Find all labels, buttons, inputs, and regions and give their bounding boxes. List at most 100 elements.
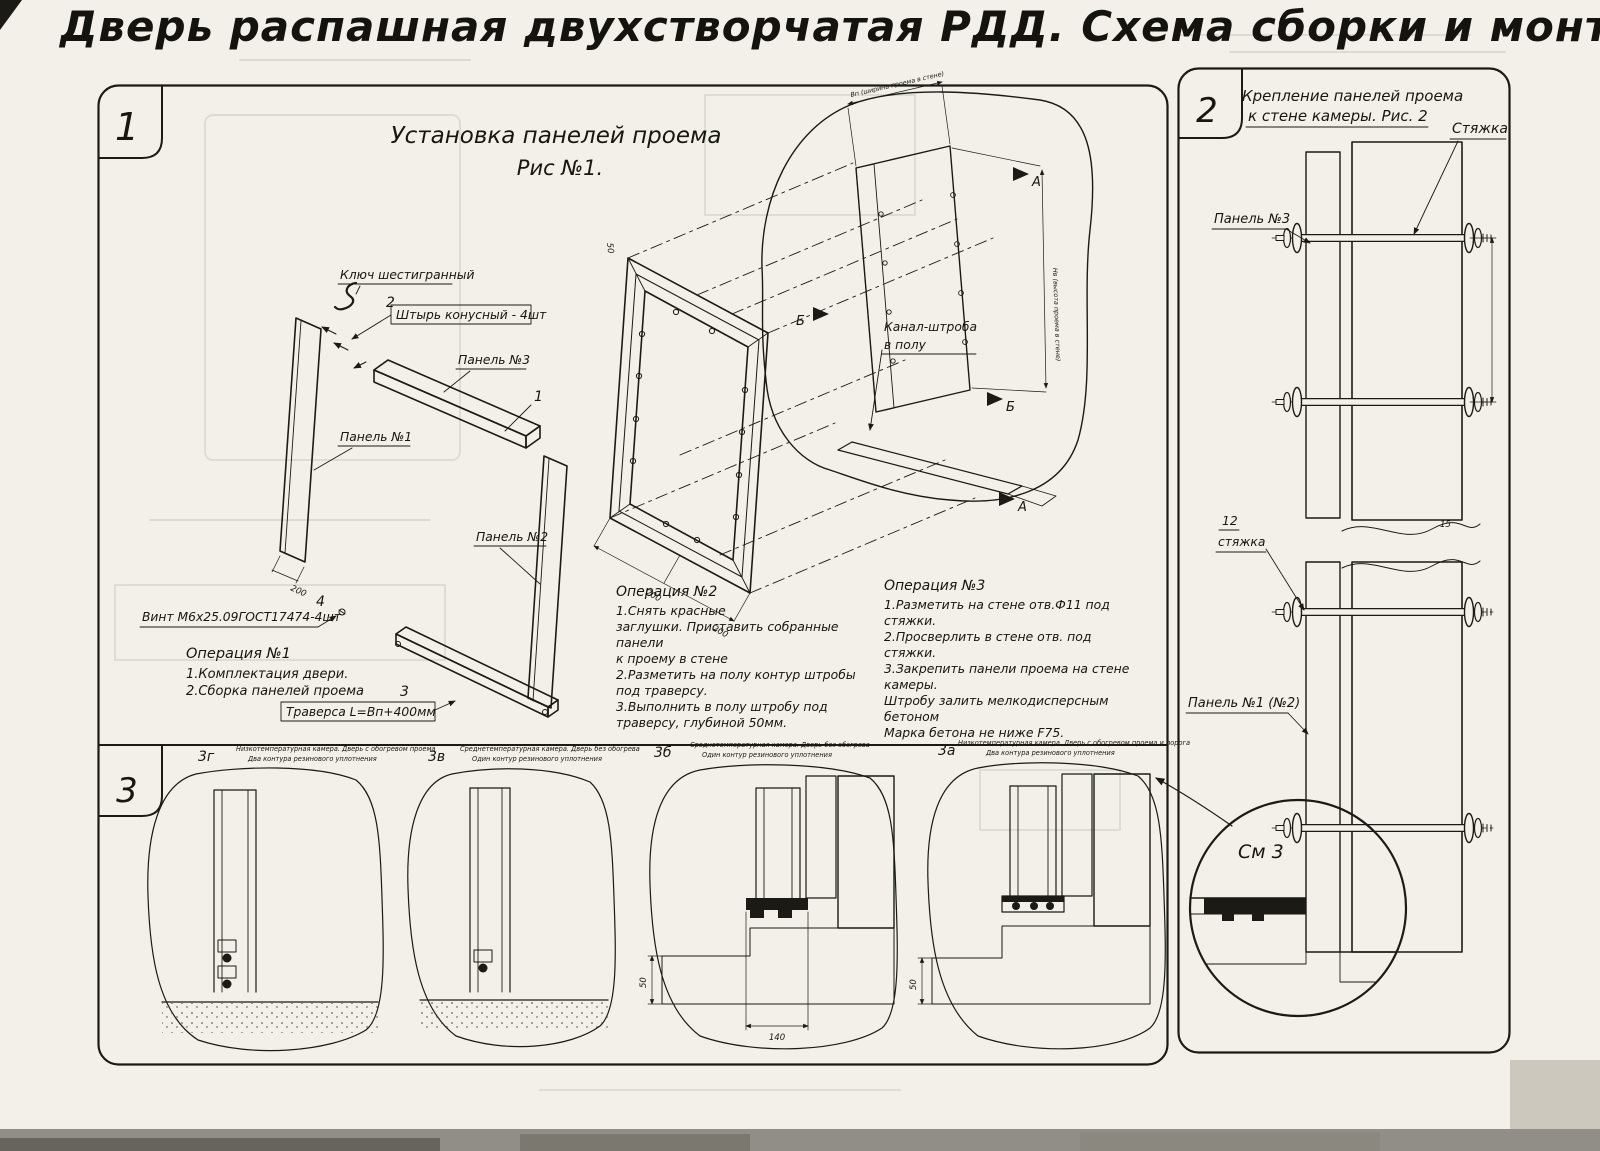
- panel2-title-line1: Крепление панелей проема: [1242, 87, 1463, 105]
- panel2-label: Панель №2: [476, 530, 548, 544]
- panel2-title-line2: к стене камеры. Рис. 2: [1248, 107, 1428, 125]
- dim-height-label: Нв (высота проема в стене): [1051, 268, 1062, 362]
- note-line: 3.Закрепить панели проема на стене камер…: [884, 661, 1130, 692]
- note-line: стяжки.: [884, 645, 937, 660]
- panel-strip-lower: [1305, 561, 1341, 953]
- section-flag-b: [987, 392, 1003, 406]
- wall-with-opening: [761, 80, 1094, 507]
- pos-2: 2: [386, 295, 395, 311]
- operation-1-title: Операция №1: [186, 646, 291, 662]
- see-detail-label: См 3: [1238, 841, 1284, 863]
- ghost-bleedthrough: [114, 34, 1506, 1091]
- panel1-number-tab: [98, 85, 163, 159]
- note-line: 1.Разметить на стене отв.Ф11 под: [884, 597, 1110, 612]
- see-detail-arrow: [1154, 777, 1233, 827]
- operation-3-notes: Операция №3 1.Разметить на стене отв.Ф11…: [884, 578, 1160, 741]
- operation-2-notes: Операция №2 1.Снять красные заглушки. Пр…: [616, 584, 878, 731]
- hex-key-icon: [333, 281, 358, 311]
- figure-caption: Низкотемпературная камера. Дверь с обогр…: [236, 745, 435, 753]
- wall-section: [1185, 138, 1507, 953]
- note-line: 2.Разметить на полу контур штробы: [616, 667, 856, 682]
- tie-label: Стяжка: [1452, 121, 1508, 137]
- note-line: 1.Снять красные: [616, 603, 726, 618]
- marker-b2: Б: [796, 314, 805, 329]
- pos-4: 4: [316, 594, 325, 610]
- screw-icon: [395, 641, 401, 647]
- marker-a-top: А: [1031, 175, 1041, 190]
- figure-3g: 3г Низкотемпературная камера. Дверь с об…: [147, 745, 435, 1052]
- note-line: 2.Просверлить в стене отв. под: [884, 629, 1092, 644]
- channel-label-line1: Канал-штроба: [884, 320, 977, 334]
- note-line: Марка бетона не ниже F75.: [884, 725, 1065, 740]
- note-line: траверсу, глубиной 50мм.: [616, 715, 788, 730]
- screw-icon: [542, 709, 548, 715]
- operation-1-notes: Операция №1 1.Комплектация двери. 2.Сбор…: [186, 646, 364, 700]
- detail-circle: [1154, 777, 1408, 1018]
- panel1-number: 1: [115, 105, 139, 149]
- note-line: 2.Сборка панелей проема: [186, 684, 364, 699]
- panel3-number: 3: [116, 771, 138, 811]
- sheet-title: Дверь распашная двухстворчатая РДД. Схем…: [60, 2, 1600, 51]
- gasket: [222, 979, 232, 989]
- heater-element: [1030, 902, 1038, 910]
- threshold-profile: [746, 898, 808, 910]
- dim-50: 50: [909, 979, 919, 990]
- panel2-content: Крепление панелей проема к стене камеры.…: [1154, 87, 1508, 1018]
- figure-caption: Низкотемпературная камера. Дверь с обогр…: [958, 739, 1190, 747]
- note-line: к проему в стене: [616, 651, 728, 666]
- heater-element: [1046, 902, 1054, 910]
- gasket: [768, 898, 776, 906]
- panel1-subtitle: Рис №1.: [517, 156, 603, 180]
- exploded-view: [139, 281, 568, 722]
- dim-50: 50: [604, 242, 615, 254]
- gasket: [222, 953, 232, 963]
- panel1-title: Установка панелей проема: [391, 123, 722, 149]
- figure-caption: Один контур резинового уплотнения: [472, 755, 602, 763]
- assembled-frame: [593, 162, 994, 622]
- panel3-label: Панель №3: [458, 353, 530, 367]
- note-line: 1.Комплектация двери.: [186, 667, 349, 682]
- section-flag-a-top: [1013, 167, 1029, 181]
- figure-caption: Два контура резинового уплотнения: [985, 749, 1115, 757]
- screw-icon: [338, 608, 346, 616]
- dim-50: 50: [639, 977, 649, 988]
- figure-caption: Один контур резинового уплотнения: [702, 751, 832, 759]
- figure-caption: Два контура резинового уплотнения: [247, 755, 377, 763]
- marker-b: Б: [1006, 400, 1015, 415]
- figure-3a: 3а Низкотемпературная камера. Дверь с об…: [909, 739, 1190, 1050]
- note-line: заглушки. Приставить собранные панели: [616, 619, 839, 650]
- channel-label-line2: в полу: [884, 338, 927, 352]
- figure-3v: 3в Среднетемпературная камера. Дверь без…: [407, 745, 640, 1048]
- pin-label: Штырь конусный - 4шт: [396, 308, 547, 322]
- note-line: стяжки.: [884, 613, 937, 628]
- gasket: [478, 963, 488, 973]
- figure-id: 3в: [428, 749, 445, 765]
- operation-3-title: Операция №3: [884, 578, 986, 594]
- pos-12: 12: [1222, 514, 1238, 528]
- figure-id: 3а: [938, 743, 956, 759]
- section-flag-a-bottom: [999, 492, 1015, 506]
- note-line: под траверсу.: [616, 683, 708, 698]
- hex-key-label: Ключ шестигранный: [340, 268, 474, 282]
- figure-id: 3г: [198, 749, 215, 765]
- section-flag-b2: [813, 307, 829, 321]
- heater-element: [1012, 902, 1020, 910]
- figure-caption: Среднетемпературная камера. Дверь без об…: [460, 745, 640, 753]
- panel1-label: Панель №1: [340, 430, 412, 444]
- traverse-label: Траверса L=Вп+400мм: [286, 705, 436, 719]
- note-line: Штробу залить мелкодисперсным бетоном: [884, 693, 1109, 724]
- pos-1: 1: [534, 389, 543, 405]
- panel2-number-tab: [1178, 68, 1243, 139]
- panel2-number: 2: [1196, 91, 1218, 131]
- marker-a-bottom: А: [1017, 500, 1027, 515]
- dim-15: 15: [1440, 520, 1451, 530]
- screw-label: Винт М6х25.09ГОСТ17474-4шт: [142, 610, 342, 624]
- operation-2-title: Операция №2: [616, 584, 718, 600]
- panel1-wall-label: Панель №1 (№2): [1188, 696, 1300, 711]
- panel3-content: 3г Низкотемпературная камера. Дверь с об…: [147, 739, 1190, 1052]
- tie-mid-label: стяжка: [1218, 535, 1265, 549]
- dim-140: 140: [769, 1033, 785, 1043]
- panel-strip-upper: [1305, 151, 1341, 519]
